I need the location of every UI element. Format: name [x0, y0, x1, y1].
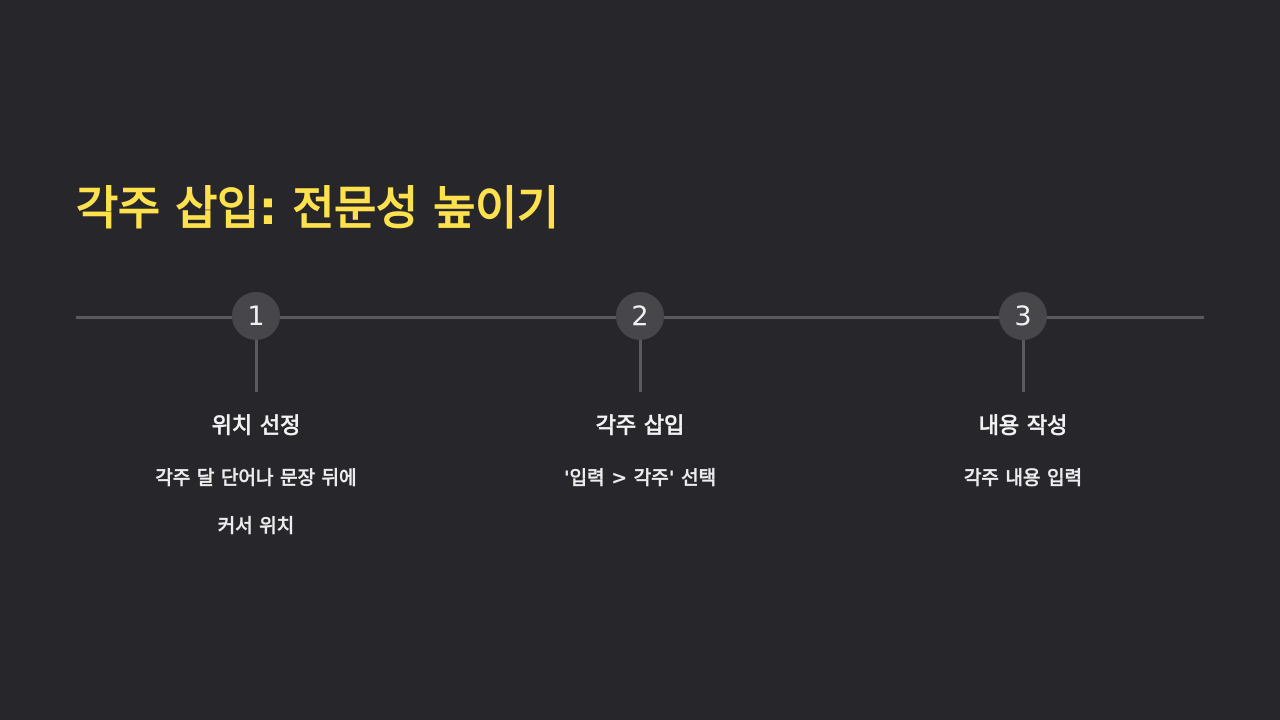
- step-description: 각주 내용 입력: [843, 454, 1203, 502]
- step-description-line: 각주 달 단어나 문장 뒤에: [155, 467, 357, 489]
- step-description-line: '입력 > 각주' 선택: [563, 467, 717, 489]
- step-number-badge: 1: [232, 292, 280, 340]
- step-connector: [254, 340, 258, 392]
- step-connector: [1021, 340, 1025, 392]
- step-title: 위치 선정: [211, 414, 301, 439]
- timeline-step-3: 3 내용 작성 각주 내용 입력: [843, 292, 1203, 502]
- step-number-badge: 3: [999, 292, 1047, 340]
- step-description: '입력 > 각주' 선택: [460, 454, 820, 502]
- step-description-line: 커서 위치: [217, 515, 295, 537]
- slide-title: 각주 삽입: 전문성 높이기: [76, 181, 559, 235]
- step-connector: [638, 340, 642, 392]
- timeline-step-2: 2 각주 삽입 '입력 > 각주' 선택: [460, 292, 820, 502]
- step-number-badge: 2: [616, 292, 664, 340]
- step-description-line: 각주 내용 입력: [963, 467, 1083, 489]
- step-description: 각주 달 단어나 문장 뒤에 커서 위치: [76, 454, 436, 550]
- step-title: 내용 작성: [978, 414, 1068, 439]
- timeline-step-1: 1 위치 선정 각주 달 단어나 문장 뒤에 커서 위치: [76, 292, 436, 550]
- step-title: 각주 삽입: [595, 414, 685, 439]
